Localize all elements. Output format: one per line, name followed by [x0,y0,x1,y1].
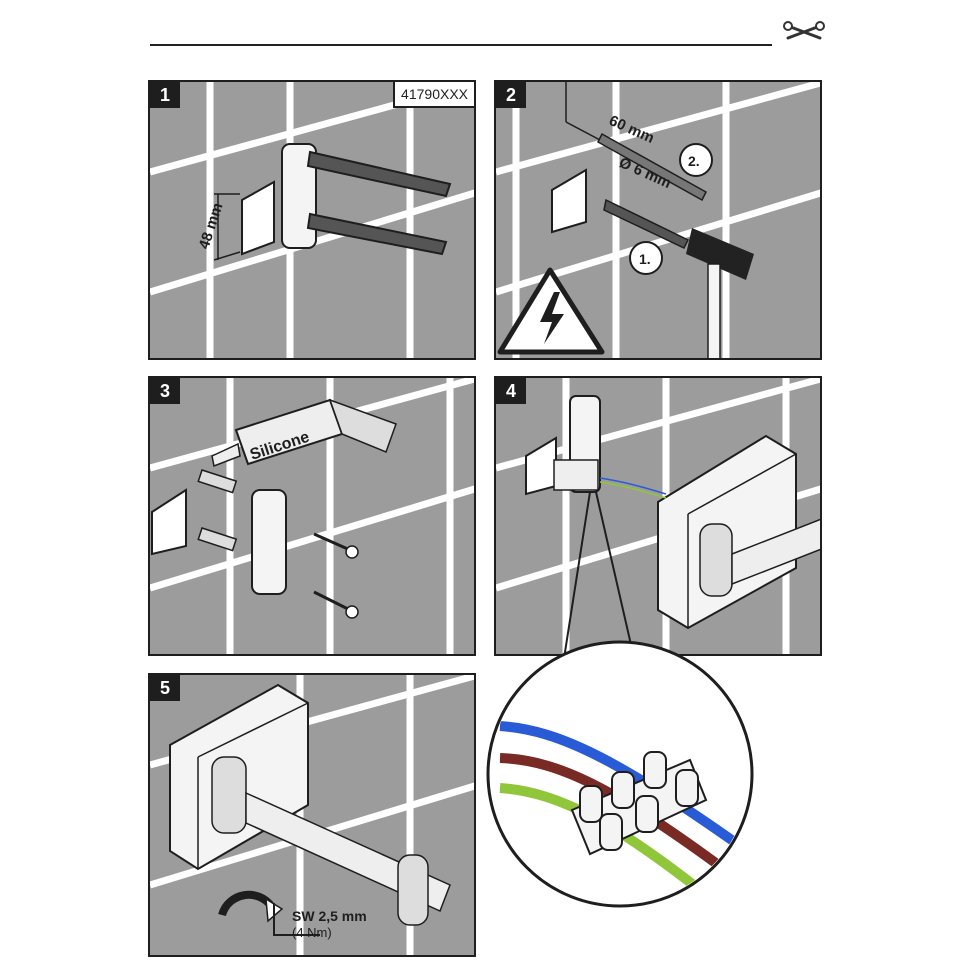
heater-body [657,434,820,630]
step-number: 2 [496,82,526,108]
torque-label: (4 Nm) [292,925,332,940]
rotate-arrow-icon [218,890,276,917]
step-4-panel: 4 [494,376,822,656]
step-3-panel: 3 Silicone [148,376,476,656]
step-number: 3 [150,378,180,404]
step-1-panel: 1 41790XXX 48 mm [148,80,476,360]
step-5-panel: 5 SW 2,5 mm (4 Nm) [148,673,476,957]
step-2-panel: 2 2. 1. 60 mm Ø 6 mm [494,80,822,360]
step-number: 4 [496,378,526,404]
tiled-wall: 2. 1. 60 mm Ø 6 mm [496,82,820,358]
tiled-wall: Silicone [150,378,474,654]
header-rule [150,44,772,46]
step-number: 1 [150,82,180,108]
silicone-cartridge [211,398,397,468]
dimension-label: 48 mm [196,201,227,251]
sub-step-1-label: 1. [639,251,651,267]
wrench-screwdriver-icon [783,21,825,40]
tiled-wall: SW 2,5 mm (4 Nm) [150,675,474,955]
heater-body [169,683,451,926]
article-code: 41790XXX [393,82,474,108]
tiled-wall [496,378,820,654]
sub-step-2-label: 2. [688,153,700,169]
high-voltage-warning-icon [497,267,605,355]
tool-size-label: SW 2,5 mm [292,908,367,924]
tiled-wall: 48 mm [150,82,474,358]
allen-key-icon [273,903,320,936]
step-number: 5 [150,675,180,701]
